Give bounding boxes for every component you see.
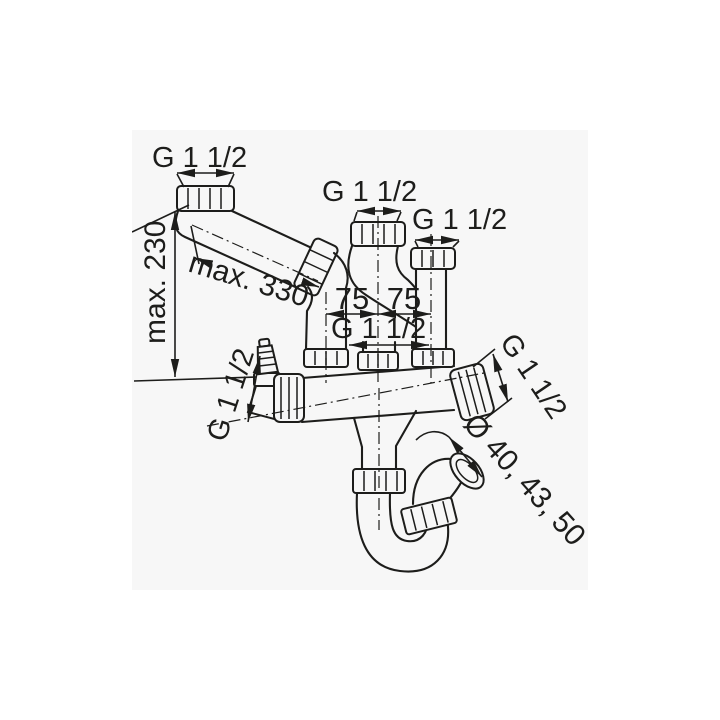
label-max-length: max. 330	[185, 246, 313, 314]
product-diagram-canvas: G 1 1/2 G 1 1/2 G 1 1/2 max. 230 max. 33…	[132, 130, 588, 590]
label-spacing-left: 75	[335, 281, 369, 316]
label-thread-top-middle: G 1 1/2	[322, 176, 417, 208]
outlet-bend	[400, 452, 485, 536]
manifold-end-nut-right	[449, 362, 495, 422]
label-spacing-right: 75	[387, 281, 421, 316]
inlet-pipe-right	[410, 247, 456, 351]
label-thread-dishwasher: G 1 1/2	[201, 345, 261, 445]
label-thread-top-right: G 1 1/2	[412, 204, 507, 236]
trap-u-bend	[352, 468, 450, 573]
label-thread-top-left: G 1 1/2	[152, 142, 247, 174]
coupling-nut-top-left	[176, 185, 235, 212]
plumbing-diagram: G 1 1/2 G 1 1/2 G 1 1/2 max. 230 max. 33…	[132, 142, 588, 573]
label-max-height: max. 230	[139, 221, 172, 344]
trap-outlet-nut	[400, 496, 458, 536]
inlet-pipe-left	[174, 185, 349, 351]
manifold	[300, 340, 495, 472]
label-thread-outlet-union: G 1 1/2	[493, 328, 573, 425]
label-thread-manifold: G 1 1/2	[331, 313, 426, 345]
